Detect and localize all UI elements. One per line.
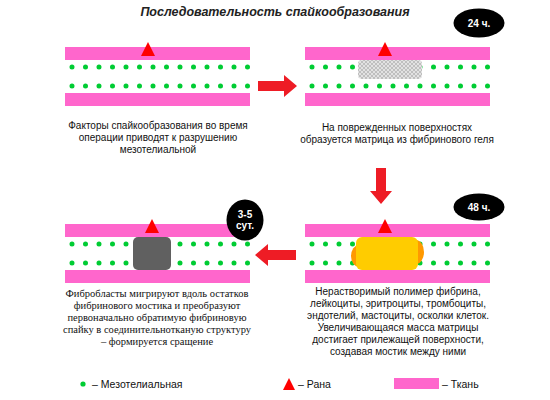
- legend-swatch: [394, 378, 439, 389]
- oval-outline: [454, 194, 505, 221]
- block-arrow: [255, 244, 296, 266]
- time-label: 48 ч.: [457, 202, 501, 213]
- mesothelial-dots: [72, 84, 248, 89]
- legend-symbol: [78, 377, 92, 391]
- stage-caption: Фибробласты мигрируют вдоль остатков фиб…: [62, 288, 252, 348]
- stage-panel: На поврежденных поверхностях образуется …: [297, 40, 497, 168]
- stage-caption-box: На поврежденных поверхностях образуется …: [297, 122, 497, 146]
- stage-caption: Факторы спайкообразования во время опера…: [66, 120, 250, 156]
- tissue-band: [305, 270, 490, 283]
- stage-panel: Факторы спайкообразования во время опера…: [58, 40, 258, 168]
- tissue-band: [65, 47, 250, 60]
- time-label: 3-5 сут.: [231, 209, 259, 231]
- wound-triangle: [378, 42, 392, 56]
- oval-outline: [454, 9, 505, 38]
- mesothelial-dots: [312, 84, 488, 89]
- stage-caption-box: Нерастворимый полимер фибрина, лейкоциты…: [296, 286, 500, 358]
- oval-text-box: 48 ч.: [453, 193, 505, 221]
- time-oval: 48 ч.: [453, 193, 505, 221]
- oval-text-box: 24 ч.: [453, 8, 505, 38]
- mesothelial-dots: [72, 65, 248, 70]
- stage-panel: Нерастворимый полимер фибрина, лейкоциты…: [296, 204, 500, 360]
- block-arrow: [370, 168, 392, 204]
- fibrin-bridge: [356, 237, 418, 270]
- stage-caption-box: Фибробласты мигрируют вдоль остатков фиб…: [62, 288, 252, 348]
- oval-outline: [227, 200, 264, 241]
- mesothelial-dot: [80, 381, 85, 386]
- tissue-band: [305, 224, 490, 237]
- tissue-band: [65, 93, 250, 106]
- block-arrow: [258, 75, 297, 97]
- wound-triangle: [378, 219, 392, 233]
- stage-caption-box: Факторы спайкообразования во время опера…: [66, 120, 250, 156]
- stage-caption: На поврежденных поверхностях образуется …: [297, 122, 497, 146]
- oval-text-box: 3-5 сут.: [226, 199, 264, 241]
- legend-text: – Ткань: [442, 377, 479, 391]
- wound-triangle: [145, 219, 159, 233]
- time-label: 24 ч.: [457, 18, 501, 29]
- wound-triangle: [283, 378, 295, 390]
- wound-triangle: [141, 42, 155, 56]
- legend-text: – Рана: [298, 377, 331, 391]
- fibrous-adhesion: [133, 237, 171, 270]
- legend-symbol: [282, 377, 296, 391]
- tissue-band: [65, 270, 250, 283]
- tissue-band: [305, 47, 490, 60]
- time-oval: 24 ч.: [453, 8, 505, 38]
- stage-caption: Нерастворимый полимер фибрина, лейкоциты…: [296, 286, 500, 358]
- time-oval: 3-5 сут.: [226, 199, 264, 241]
- fibrin-gel-matrix: [358, 60, 422, 79]
- tissue-band: [305, 93, 490, 106]
- stage-panel: Фибробласты мигрируют вдоль остатков фиб…: [58, 204, 255, 364]
- legend-text: – Мезотелиальная: [92, 377, 182, 391]
